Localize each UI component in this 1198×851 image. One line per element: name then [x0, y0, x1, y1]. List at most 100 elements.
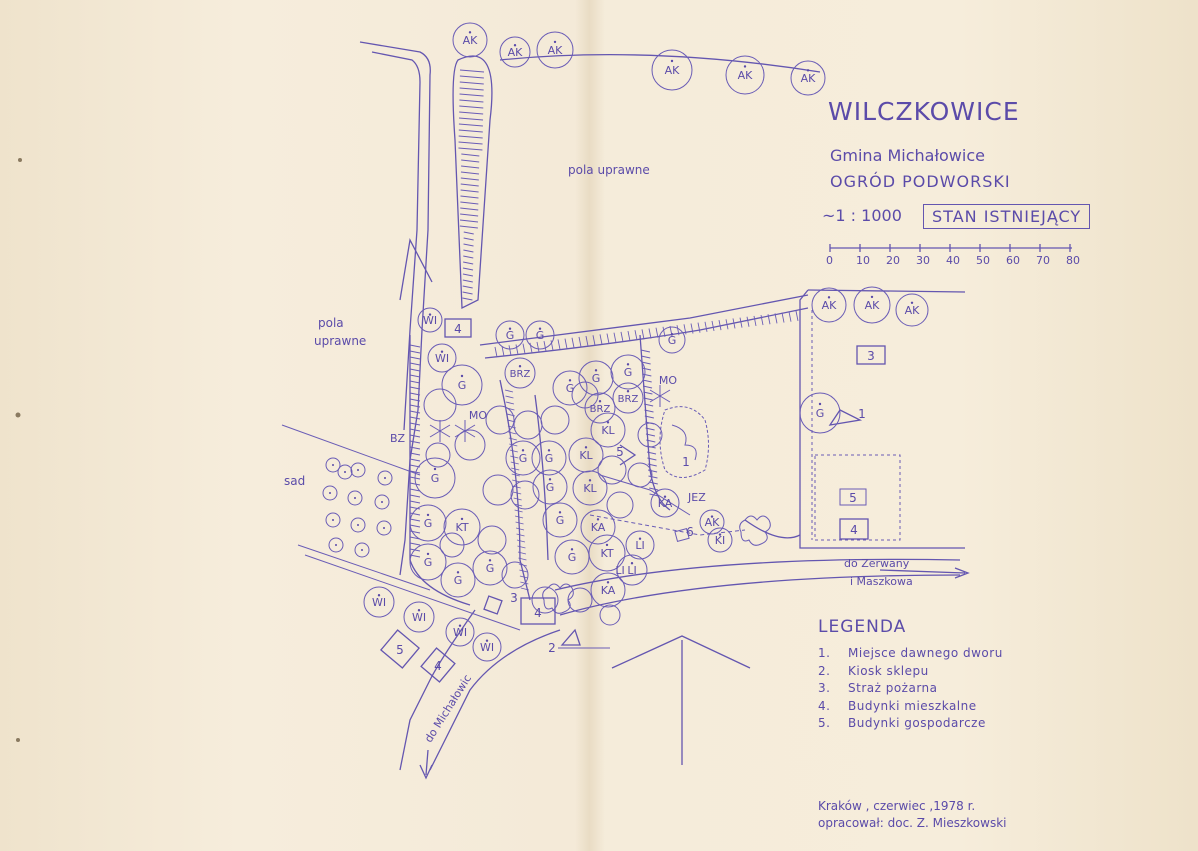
hatch-stroke	[458, 135, 483, 139]
hatch-stroke	[409, 500, 421, 504]
tree-code: AK	[905, 304, 921, 317]
tree-canopy	[414, 457, 456, 499]
scale-ratio: ~1 : 1000	[822, 206, 902, 225]
orchard-south-line	[297, 544, 431, 591]
tree-trunk-dot	[553, 40, 557, 44]
tree-code: G	[519, 452, 528, 465]
hatch-stroke	[648, 475, 658, 479]
hatch-stroke	[550, 340, 554, 351]
tree-code: KT	[455, 521, 468, 534]
tree-code: G	[424, 556, 433, 569]
hatch-stroke	[459, 99, 484, 103]
tree-canopy	[542, 502, 578, 538]
north-arrow-head	[611, 635, 751, 669]
legend-item: 2.Kiosk sklepu	[818, 663, 929, 678]
tree-code: WI	[435, 352, 449, 365]
hatch-stroke	[516, 533, 525, 537]
tree-canopy	[811, 287, 847, 323]
tree-canopy	[472, 550, 508, 586]
hatch-stroke	[795, 310, 799, 321]
tree-canopy	[658, 326, 686, 354]
hatch-stroke	[505, 401, 515, 405]
tree-code: G	[458, 379, 467, 392]
hatch-stroke	[463, 261, 474, 265]
hatch-stroke	[461, 159, 480, 163]
hatch-stroke	[409, 356, 421, 360]
tree-canopy	[599, 604, 621, 626]
tree-canopy	[501, 561, 529, 589]
tree-code: AK	[738, 69, 754, 82]
tree-canopy	[799, 392, 841, 434]
tree-code: G	[431, 472, 440, 485]
hatch-stroke	[460, 177, 479, 181]
building-number: 4	[850, 523, 858, 537]
hatch-stroke	[463, 249, 474, 253]
tree-trunk-dot	[460, 517, 464, 521]
building-square	[420, 647, 456, 683]
tree-code: KA	[601, 584, 616, 597]
hatch-stroke	[409, 404, 421, 408]
tree-canopy	[427, 343, 457, 373]
tree-trunk-dot	[718, 533, 722, 536]
tree-canopy	[650, 488, 680, 518]
tree-trunk-dot	[513, 44, 517, 47]
hatch-stroke	[409, 416, 421, 420]
tree-trunk-dot	[485, 639, 489, 642]
hatch-stroke	[459, 69, 485, 73]
hatch-stroke	[459, 111, 484, 115]
building-number: 5	[849, 491, 857, 505]
hatch-stroke	[460, 171, 480, 175]
hatch-stroke	[409, 494, 421, 498]
tree-trunk-dot	[606, 581, 610, 584]
former-manor-site	[659, 406, 709, 478]
hatch-stroke	[460, 183, 479, 187]
park-border-north	[479, 294, 809, 346]
tree-trunk-dot	[827, 296, 831, 299]
road-edge-north-inner	[371, 51, 421, 431]
tree-canopy	[499, 36, 531, 68]
building-number: 5	[616, 445, 624, 459]
hatch-stroke	[649, 487, 659, 491]
enclosure-north-line	[807, 289, 966, 293]
orchard-tree	[322, 485, 338, 501]
tree-code: G	[454, 574, 463, 587]
hatch-stroke	[460, 213, 479, 217]
tree-trunk-dot	[663, 495, 667, 498]
hatch-stroke	[463, 237, 474, 241]
tree-canopy	[495, 320, 525, 350]
tree-canopy	[363, 586, 395, 618]
map-title: WILCZKOWICE	[828, 97, 1020, 126]
tree-code: LI	[627, 564, 636, 577]
hatch-stroke	[409, 524, 421, 528]
hatch-stroke	[409, 446, 421, 450]
orchard-tree-dot	[361, 549, 363, 551]
tree-canopy	[552, 370, 588, 406]
hatch-stroke	[460, 201, 479, 205]
hatch-stroke	[564, 338, 568, 349]
legend-item: 4.Budynki mieszkalne	[818, 698, 977, 713]
tree-canopy	[536, 31, 574, 69]
orchard-layer	[322, 457, 393, 558]
punch-hole	[18, 158, 22, 162]
tree-canopy	[725, 55, 765, 95]
tree-canopy	[409, 543, 447, 581]
tree-trunk-dot	[588, 479, 592, 482]
tree-code: AK	[801, 72, 817, 85]
tree-canopy	[590, 572, 626, 608]
hatch-stroke	[697, 322, 701, 333]
tree-canopy	[625, 530, 655, 560]
tree-canopy	[637, 422, 663, 448]
tree-code: G	[506, 329, 515, 342]
road-east-north-edge	[554, 558, 961, 591]
tree-canopy	[485, 405, 515, 435]
tree-trunk-dot	[818, 402, 822, 406]
orchard-tree-dot	[357, 524, 359, 526]
tree-code: G	[545, 452, 554, 465]
tree-code: KA	[591, 521, 606, 534]
hatch-stroke	[529, 342, 533, 353]
orchard-tree	[325, 512, 341, 528]
tree-trunk-dot	[426, 552, 430, 556]
tree-canopy	[452, 22, 488, 58]
tree-canopy	[454, 429, 486, 461]
hatch-stroke	[662, 326, 666, 337]
